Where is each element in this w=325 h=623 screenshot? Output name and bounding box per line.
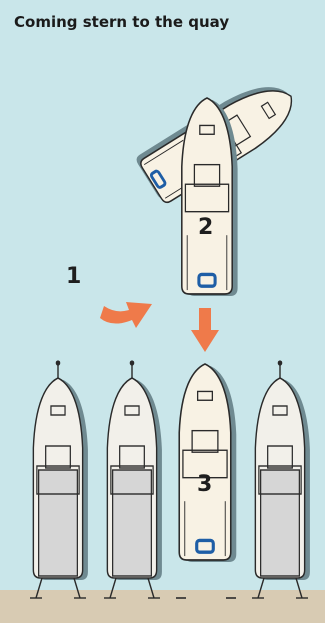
curved-arrow-icon [100,302,152,328]
quay [0,590,325,623]
boat-step-2 [182,98,238,296]
moored-boat-middle [107,360,162,580]
moored-boat-left [33,360,88,580]
step-1-label: 1 [66,264,81,289]
moored-boat-right [255,360,310,580]
step-2-label: 2 [198,215,213,240]
step-3-label: 3 [197,472,212,497]
down-arrow-icon [191,308,219,352]
boat-step-3 [179,364,236,562]
